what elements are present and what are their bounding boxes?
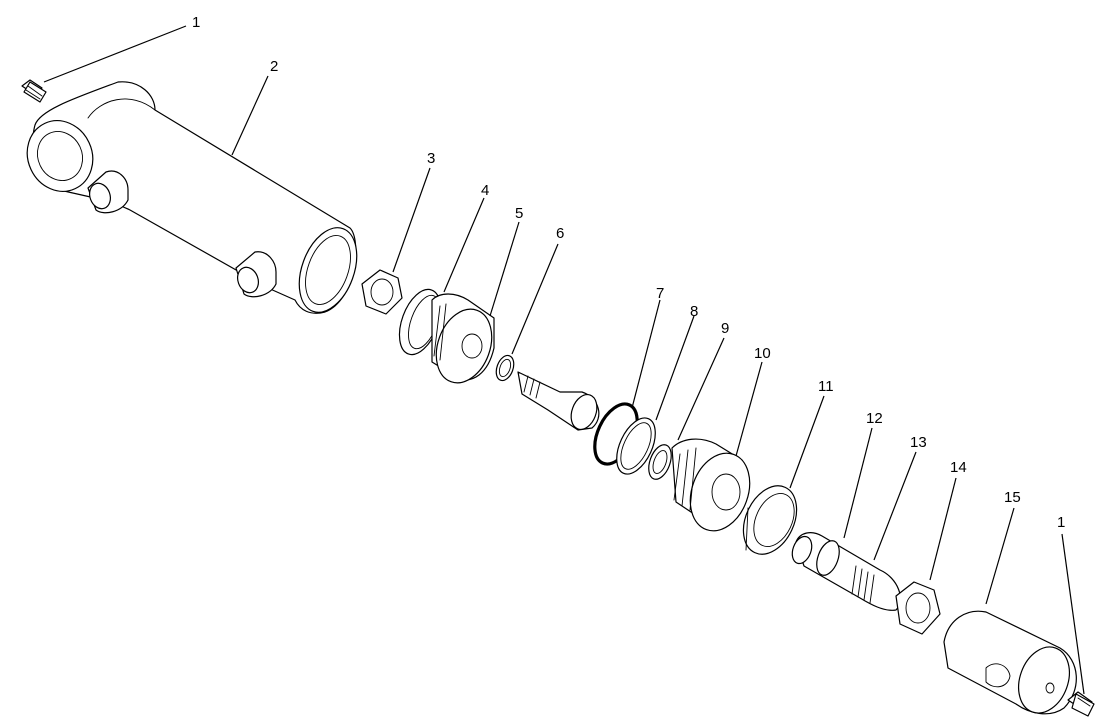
leader-5 (489, 221, 520, 317)
callout-9: 9 (721, 320, 729, 337)
leader-13 (873, 451, 917, 561)
leader-9 (677, 337, 725, 441)
callout-5: 5 (515, 205, 523, 222)
callout-2: 2 (270, 58, 278, 75)
gland-10 (671, 438, 751, 532)
callout-4: 4 (481, 182, 489, 199)
rod-end-12-13 (791, 532, 901, 611)
backup-ring-8 (616, 417, 656, 475)
cylinder-barrel (26, 81, 358, 314)
hex-nut-left (361, 269, 403, 315)
callout-15: 15 (1004, 489, 1021, 506)
grease-fitting-bottom (1067, 691, 1095, 717)
leader-14 (929, 477, 957, 581)
hex-nut-right (895, 581, 941, 635)
retaining-ring-11 (742, 485, 798, 555)
leader-7 (631, 299, 661, 409)
leader-lines (43, 25, 1085, 695)
valve-spool (517, 371, 600, 431)
leader-2 (231, 75, 269, 156)
callout-14: 14 (950, 459, 967, 476)
leader-4 (443, 197, 485, 293)
callout-3: 3 (427, 150, 435, 167)
leader-15 (985, 507, 1015, 605)
seal-9 (648, 444, 672, 480)
grease-fitting-top (21, 79, 47, 103)
callout-11: 11 (818, 378, 834, 395)
callout-13: 13 (910, 434, 927, 451)
small-oring-6 (495, 354, 515, 382)
piston-5 (431, 293, 495, 384)
callout-7: 7 (656, 285, 664, 302)
leader-11 (789, 395, 825, 489)
leader-8 (655, 315, 695, 421)
callout-6: 6 (556, 225, 564, 242)
leader-10 (735, 361, 763, 457)
callout-1-bottom: 1 (1057, 514, 1065, 531)
callout-labels: 1 2 3 4 5 6 7 8 9 10 11 12 13 14 15 1 (192, 14, 1065, 531)
leader-1a (43, 25, 187, 83)
callout-12: 12 (866, 410, 883, 427)
leader-12 (843, 427, 873, 539)
leader-6 (511, 243, 559, 355)
leader-3 (392, 167, 431, 273)
callout-10: 10 (754, 345, 771, 362)
callout-1-top: 1 (192, 14, 200, 31)
end-cap-15 (943, 610, 1077, 715)
leader-1b (1061, 533, 1085, 695)
callout-8: 8 (690, 303, 698, 320)
